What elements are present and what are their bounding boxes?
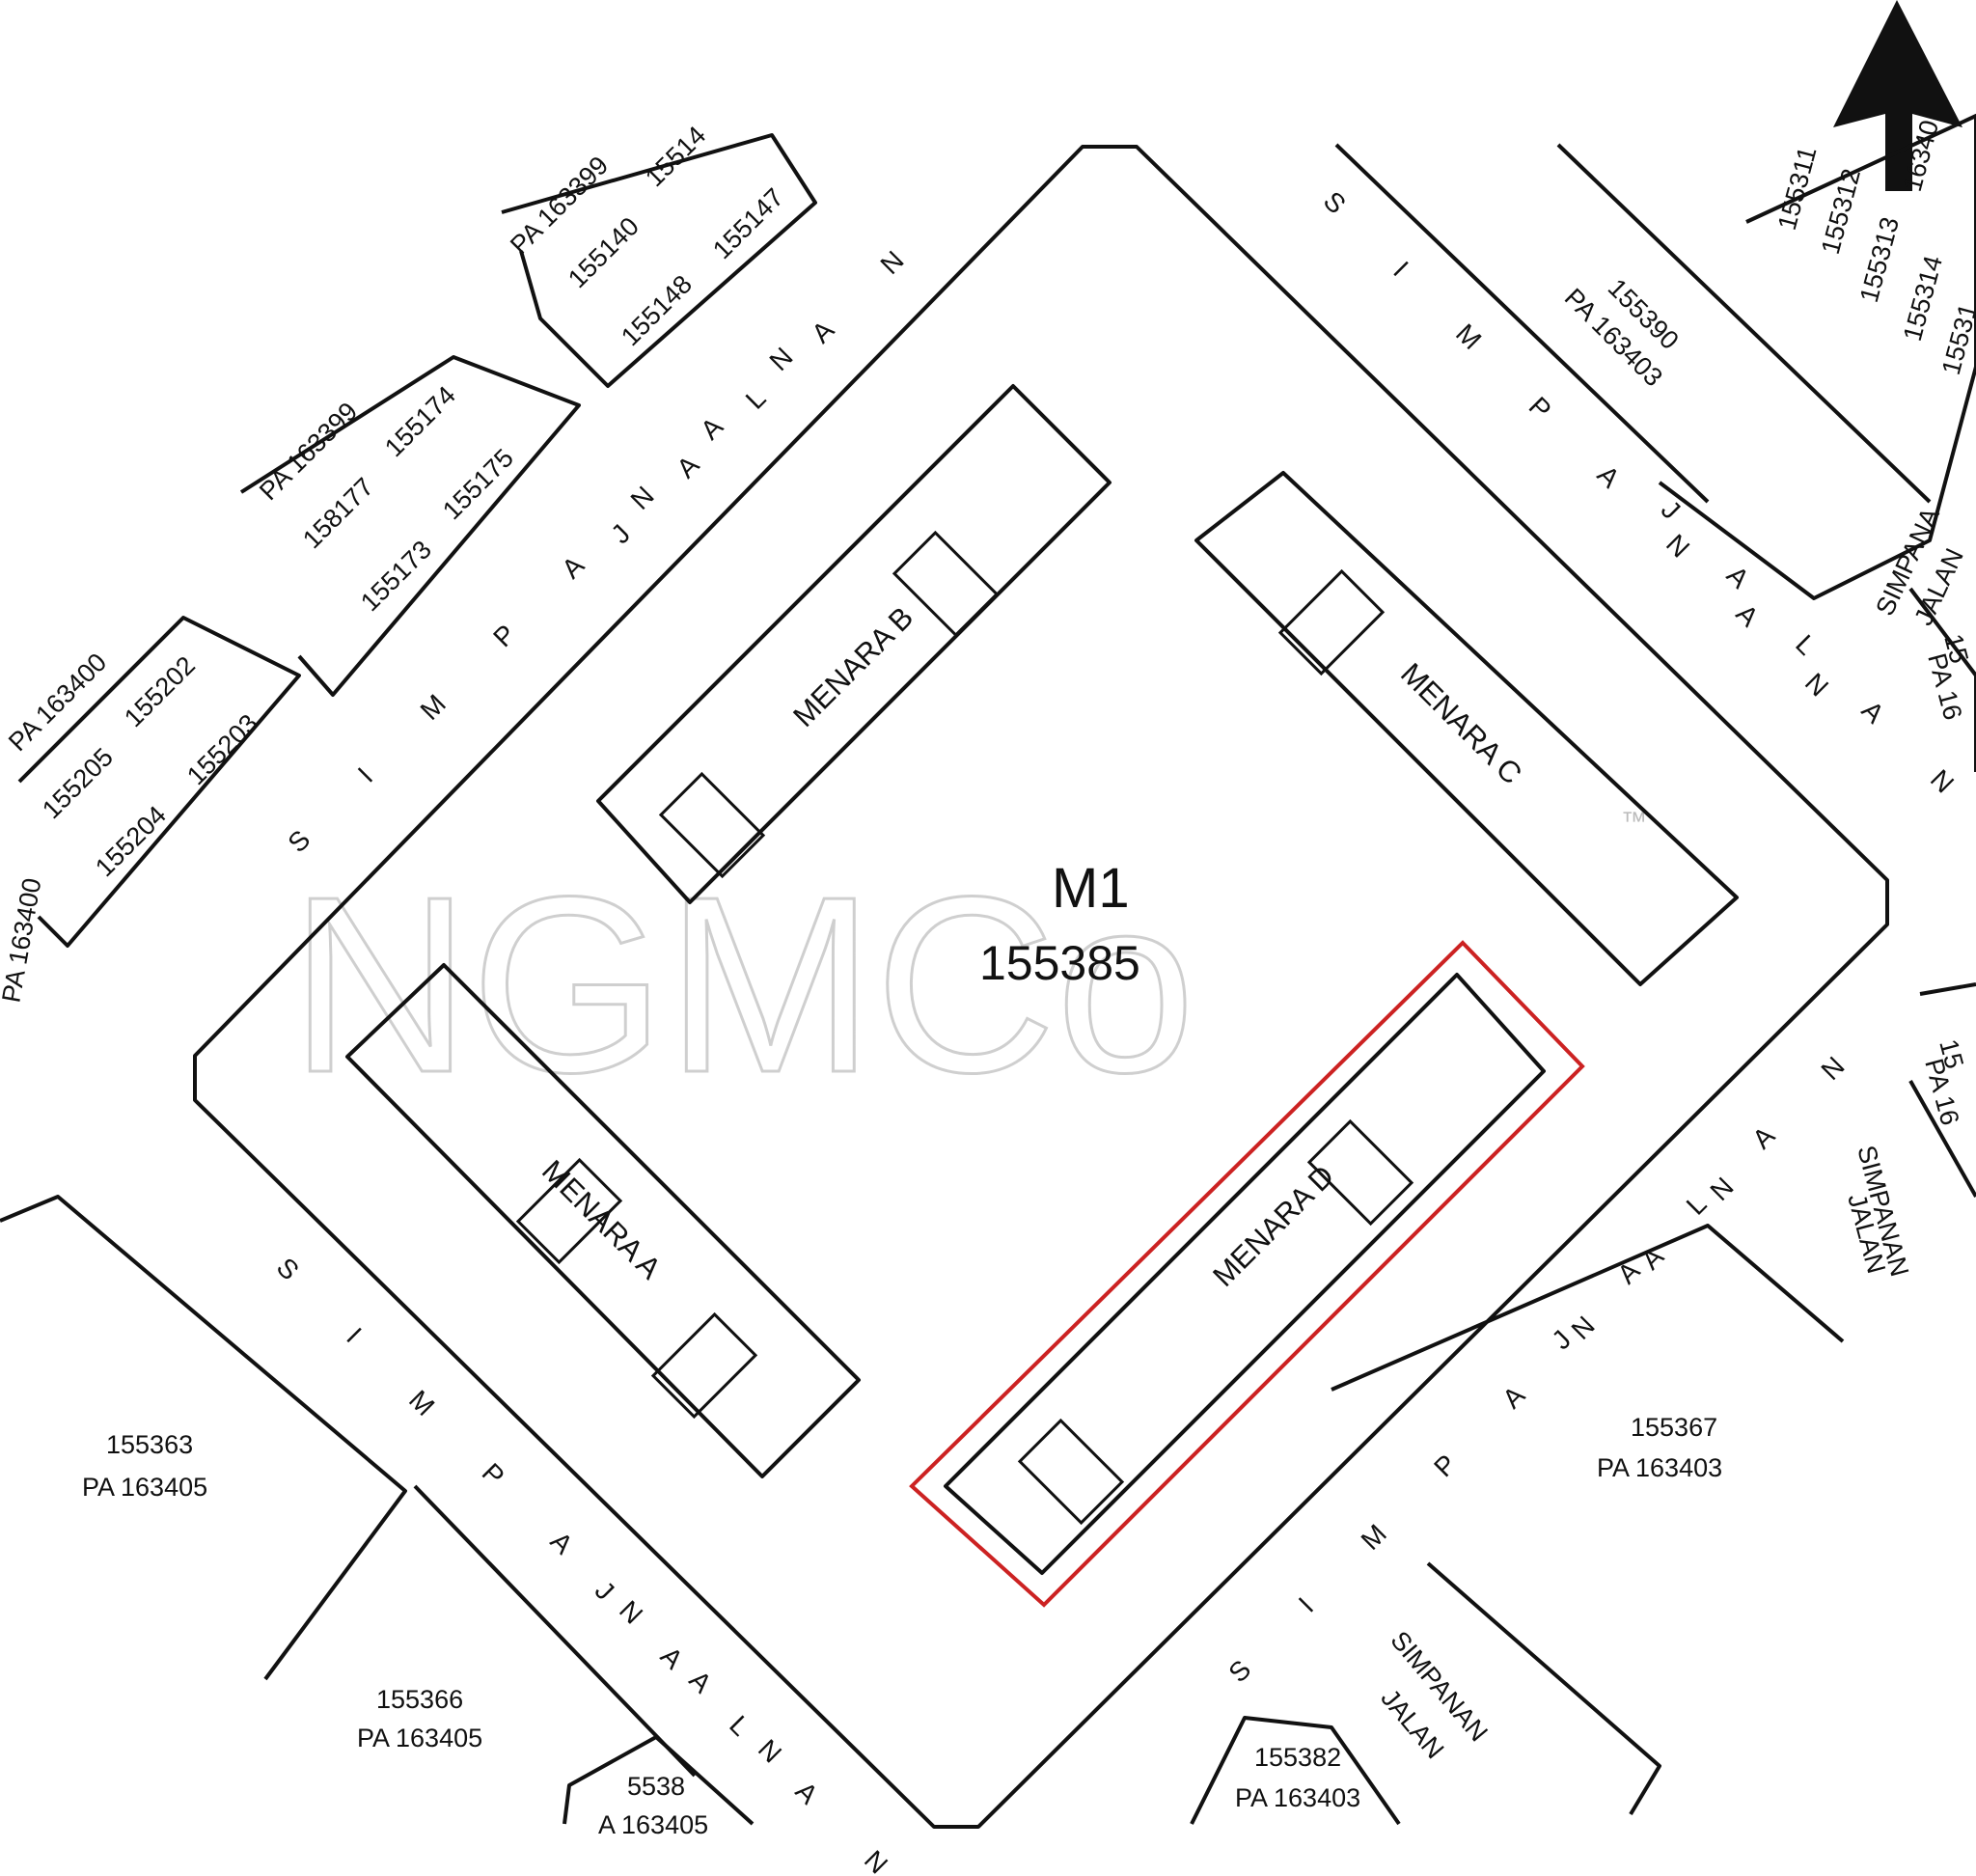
lot-outlines bbox=[0, 114, 1976, 1826]
road-simpanan-ne: S I M P A N A N bbox=[1318, 185, 1860, 728]
main-lot-boundary bbox=[193, 145, 1889, 1829]
svg-text:PA 163405: PA 163405 bbox=[357, 1724, 482, 1752]
road-jalan-nw: J A L A N bbox=[605, 219, 935, 549]
svg-text:PA 163400: PA 163400 bbox=[0, 876, 47, 1005]
svg-text:PA 163403: PA 163403 bbox=[1597, 1453, 1722, 1482]
svg-text:PA 163400: PA 163400 bbox=[3, 648, 112, 757]
tower-menara-a bbox=[345, 963, 861, 1478]
svg-text:158177: 158177 bbox=[297, 472, 379, 554]
tower-menara-c bbox=[1194, 471, 1739, 986]
svg-text:155367: 155367 bbox=[1631, 1413, 1717, 1442]
menara-d-highlight bbox=[909, 940, 1585, 1608]
north-arrow-icon bbox=[1833, 0, 1962, 191]
svg-text:155147: 155147 bbox=[707, 182, 789, 264]
watermark: NGMCo ™ bbox=[288, 807, 1648, 1127]
label-menara-d: MENARA D bbox=[1206, 1159, 1340, 1293]
svg-text:A 163405: A 163405 bbox=[598, 1810, 708, 1839]
svg-text:5538: 5538 bbox=[627, 1772, 685, 1801]
svg-text:155175: 155175 bbox=[437, 443, 519, 525]
svg-text:15531: 15531 bbox=[1936, 300, 1976, 377]
svg-text:155173: 155173 bbox=[355, 535, 437, 617]
svg-text:NGMCo: NGMCo bbox=[289, 845, 1195, 1125]
svg-text:155312: 155312 bbox=[1816, 166, 1866, 258]
svg-text:155174: 155174 bbox=[379, 380, 461, 462]
road-jalan-se: J A L A N bbox=[1546, 1025, 1876, 1355]
svg-text:155382: 155382 bbox=[1254, 1743, 1341, 1772]
svg-text:155313: 155313 bbox=[1854, 214, 1905, 306]
tower-menara-d bbox=[944, 973, 1546, 1575]
svg-text:PA 163403: PA 163403 bbox=[1235, 1783, 1360, 1812]
label-menara-b: MENARA B bbox=[786, 600, 919, 733]
svg-text:155366: 155366 bbox=[376, 1685, 463, 1714]
main-lot-code: M1 bbox=[1052, 857, 1130, 920]
label-menara-c: MENARA C bbox=[1394, 656, 1528, 790]
svg-text:155363: 155363 bbox=[106, 1430, 193, 1459]
svg-text:PA 163405: PA 163405 bbox=[82, 1473, 207, 1502]
svg-text:155148: 155148 bbox=[616, 269, 698, 351]
svg-text:155203: 155203 bbox=[181, 708, 263, 790]
svg-text:155202: 155202 bbox=[119, 650, 201, 732]
main-lot-number: 155385 bbox=[979, 936, 1140, 990]
tower-menara-b bbox=[596, 384, 1112, 904]
svg-text:155314: 155314 bbox=[1898, 253, 1948, 345]
svg-text:155140: 155140 bbox=[563, 211, 645, 293]
